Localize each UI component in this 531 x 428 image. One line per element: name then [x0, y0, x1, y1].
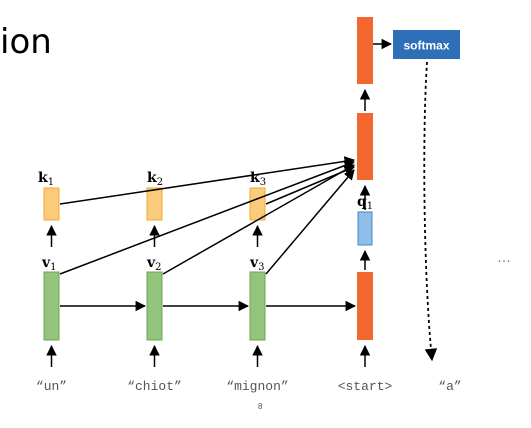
input-token-start: <start> [338, 379, 393, 394]
dotted-output-arrow [423, 61, 438, 362]
page-number: 8 [258, 402, 263, 411]
value-label-3: v3 [249, 255, 265, 273]
attention-arrow-v1 [59, 160, 355, 275]
attention-arrow-k1 [59, 156, 356, 205]
key-block-1 [43, 187, 60, 221]
value-block-1 [43, 271, 60, 341]
value-block-2 [146, 271, 163, 341]
attention-arrow-v2 [162, 164, 355, 275]
softmax-box [393, 30, 460, 59]
value-label-2: v2 [146, 255, 162, 273]
softmax-label: softmax [403, 39, 449, 53]
decoder-start-block [357, 272, 373, 340]
query-block [357, 211, 373, 246]
key-block-3 [249, 187, 266, 221]
ellipsis: … [497, 249, 511, 265]
query-label: q1 [357, 194, 373, 212]
decoder-attention-block [357, 113, 373, 180]
key-block-2 [146, 187, 163, 221]
output-token-a: “a” [438, 379, 461, 394]
input-token-1: “un” [36, 379, 67, 394]
attention-arrow-k3 [265, 165, 355, 205]
attention-arrow-v3 [265, 169, 355, 275]
value-block-3 [249, 271, 266, 341]
input-token-2: “chiot” [127, 379, 182, 394]
key-label-2: k2 [147, 170, 163, 188]
input-token-3: “mignon” [226, 379, 288, 394]
slide-title-fragment: ion [0, 22, 52, 62]
value-label-1: v1 [41, 255, 57, 273]
key-label-1: k1 [38, 170, 54, 188]
decoder-top-block [357, 17, 373, 84]
key-label-3: k3 [250, 170, 266, 188]
